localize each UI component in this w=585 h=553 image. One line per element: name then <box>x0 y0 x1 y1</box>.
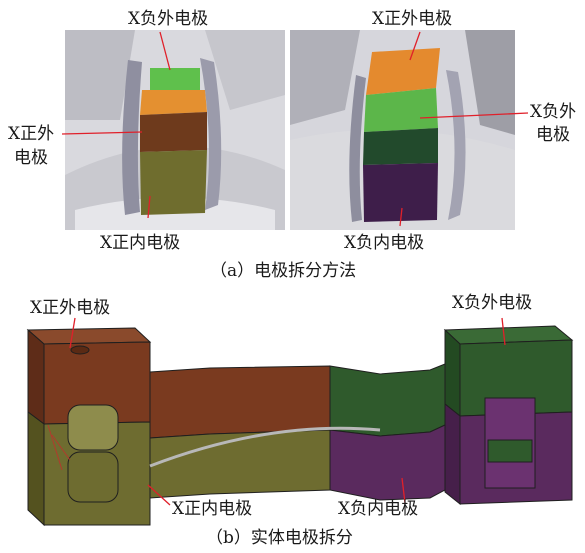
label-a-left-top: X负外电极 <box>128 9 208 29</box>
label-a-left-side-2: 电极 <box>14 148 48 168</box>
panel-a-right <box>290 30 529 230</box>
left-electrode-stack <box>140 68 207 215</box>
label-b-bottom-right: X负内电极 <box>338 499 418 519</box>
label-b-top-left: X正外电极 <box>30 298 110 318</box>
right-electrode-stack <box>363 48 440 222</box>
label-b-bottom-left: X正内电极 <box>172 499 252 519</box>
label-a-right-side-1: X负外 <box>530 102 576 122</box>
left-block <box>26 327 152 527</box>
right-block <box>443 325 574 506</box>
label-a-left-side-1: X正外 <box>8 124 54 144</box>
bridge-beam <box>149 363 446 501</box>
caption-a: （a）电极拆分方法 <box>210 261 356 281</box>
label-a-right-side-2: 电极 <box>536 125 570 145</box>
label-a-right-top: X正外电极 <box>372 9 452 29</box>
label-b-top-right: X负外电极 <box>452 293 532 313</box>
caption-b: （b）实体电极拆分 <box>206 528 353 548</box>
panel-a-left <box>61 30 285 230</box>
panel-b-assembly <box>26 317 574 527</box>
label-a-left-bottom: X正内电极 <box>100 233 180 253</box>
label-a-right-bottom: X负内电极 <box>344 233 424 253</box>
